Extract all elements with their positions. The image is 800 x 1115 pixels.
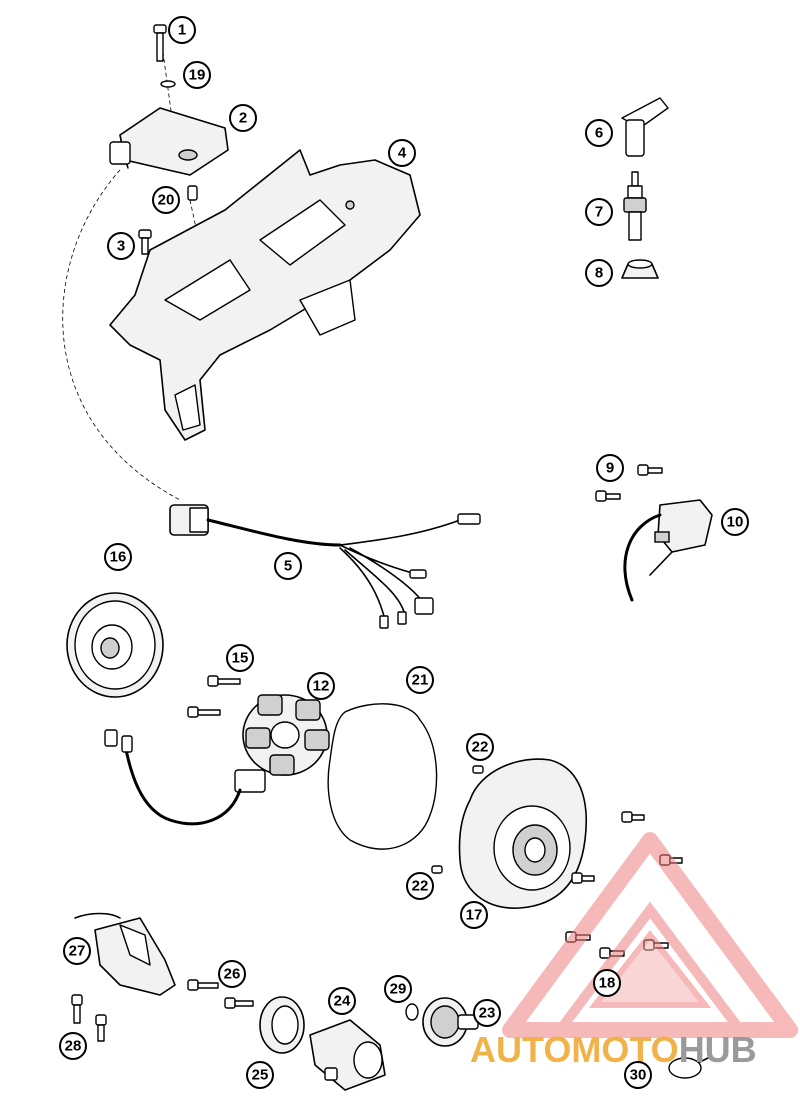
flywheel-part-16	[66, 592, 164, 698]
svg-text:18: 18	[599, 975, 616, 992]
washer-part-19	[160, 80, 176, 88]
callout-9: 9	[596, 454, 624, 482]
starter-gear-part-23	[422, 997, 479, 1047]
svg-text:22: 22	[412, 878, 429, 895]
wiring-harness-part-5	[169, 504, 481, 629]
cover-bolt-1	[621, 811, 645, 823]
spark-plug-part-7	[623, 171, 647, 241]
grommet-part-8	[621, 259, 659, 279]
bolt-part-26-a	[187, 979, 219, 991]
guide-line-module-to-harness	[62, 169, 181, 501]
clamp-part-25	[259, 996, 305, 1054]
gasket-part-21	[327, 703, 438, 850]
svg-text:21: 21	[412, 672, 429, 689]
callout-19: 19	[183, 61, 211, 89]
callout-28: 28	[59, 1032, 87, 1060]
callout-25: 25	[246, 1061, 274, 1089]
svg-text:16: 16	[110, 549, 127, 566]
spacer-part-20	[187, 185, 198, 201]
callout-6: 6	[585, 119, 613, 147]
svg-text:5: 5	[284, 558, 292, 575]
bolt-part-26-b	[224, 997, 254, 1009]
bolt-part-28-a	[71, 994, 83, 1024]
svg-text:28: 28	[65, 1038, 82, 1055]
callout-5: 5	[274, 552, 302, 580]
svg-text:29: 29	[390, 981, 407, 998]
svg-text:9: 9	[606, 460, 614, 477]
ignition-coil-part-10	[623, 499, 713, 602]
callout-27: 27	[63, 937, 91, 965]
dowel-pin-part-22-a	[472, 765, 484, 774]
watermark-logo	[502, 832, 798, 1038]
svg-text:17: 17	[466, 907, 483, 924]
svg-text:15: 15	[232, 650, 249, 667]
starter-motor-part-24	[309, 1019, 386, 1091]
svg-text:6: 6	[595, 125, 603, 142]
cable-tie-part-30	[668, 1055, 713, 1079]
callout-24: 24	[328, 987, 356, 1015]
callout-2: 2	[229, 104, 257, 132]
svg-text:7: 7	[595, 204, 603, 221]
svg-text:12: 12	[313, 678, 330, 695]
svg-text:20: 20	[158, 192, 175, 209]
spark-plug-cap-part-6	[621, 97, 669, 157]
svg-text:23: 23	[479, 1005, 496, 1022]
callout-17: 17	[460, 901, 488, 929]
callout-21: 21	[406, 666, 434, 694]
callout-26: 26	[218, 960, 246, 988]
ignition-cover-part-17	[458, 758, 588, 909]
dowel-pin-part-22-b	[431, 865, 443, 874]
o-ring-part-29	[405, 1003, 419, 1021]
bolt-part-15-a	[207, 675, 241, 687]
callout-30: 30	[624, 1061, 652, 1089]
svg-text:30: 30	[630, 1067, 647, 1084]
svg-text:1: 1	[178, 22, 186, 39]
bolt-part-1	[153, 24, 167, 62]
svg-text:27: 27	[69, 943, 86, 960]
callout-8: 8	[585, 259, 613, 287]
watermark-text-auto: AUTO	[470, 1029, 571, 1070]
callout-20: 20	[152, 186, 180, 214]
svg-text:2: 2	[239, 110, 247, 127]
svg-text:26: 26	[224, 966, 241, 983]
bolt-part-3	[138, 229, 152, 255]
svg-text:10: 10	[727, 514, 744, 531]
watermark-text-moto: MOTO	[571, 1029, 678, 1070]
stator-part-12	[104, 694, 330, 826]
bolt-part-15-b	[187, 706, 221, 718]
watermark-text-hub: HUB	[679, 1029, 757, 1070]
rear-subframe-part-4	[109, 149, 421, 441]
callout-7: 7	[585, 198, 613, 226]
starter-relay-part-27	[74, 912, 176, 996]
callout-12: 12	[307, 672, 335, 700]
svg-text:25: 25	[252, 1067, 269, 1084]
watermark-text: AUTOMOTOHUB	[470, 1029, 757, 1070]
callout-3: 3	[107, 232, 135, 260]
callout-1: 1	[168, 16, 196, 44]
svg-text:19: 19	[189, 67, 206, 84]
callout-22-upper: 22	[466, 733, 494, 761]
callout-15: 15	[226, 644, 254, 672]
bolt-part-9-a	[637, 464, 663, 476]
callout-16: 16	[104, 543, 132, 571]
callout-18: 18	[593, 969, 621, 997]
callout-22-lower: 22	[406, 872, 434, 900]
watermark-triangle-icon	[502, 832, 798, 1038]
svg-text:8: 8	[595, 265, 603, 282]
svg-text:22: 22	[472, 739, 489, 756]
bolt-part-9-b	[595, 490, 621, 502]
control-module-part-2	[109, 107, 229, 176]
cover-bolt-3	[571, 872, 595, 884]
svg-text:3: 3	[117, 238, 125, 255]
callout-10: 10	[721, 508, 749, 536]
callout-29: 29	[384, 975, 412, 1003]
svg-text:4: 4	[398, 145, 407, 162]
bolt-part-28-b	[95, 1014, 107, 1042]
svg-text:24: 24	[334, 993, 351, 1010]
callout-4: 4	[388, 139, 416, 167]
callout-23: 23	[473, 999, 501, 1027]
